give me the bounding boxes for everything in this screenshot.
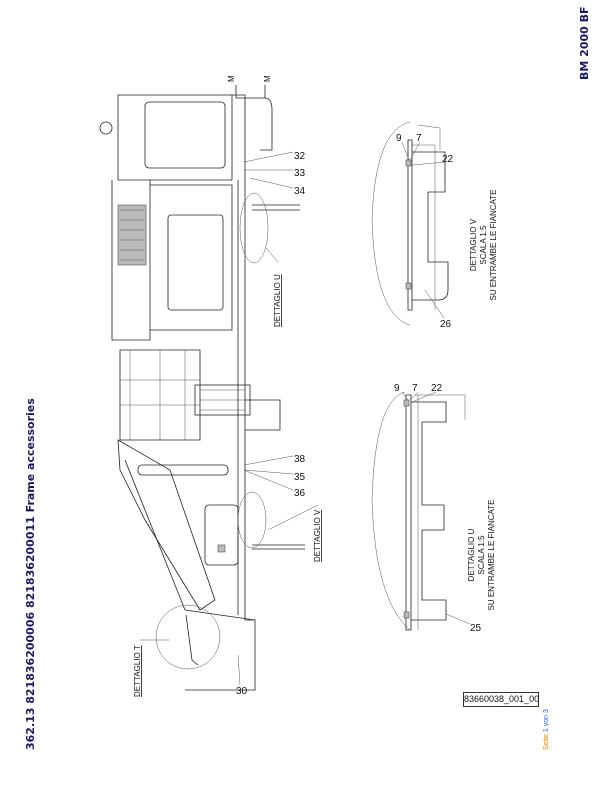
callout-38: 38 — [294, 454, 306, 465]
main-callouts: 32 33 34 38 35 36 30 — [236, 151, 306, 697]
detail-u-caption-title: DETTAGLIO U — [467, 528, 476, 581]
detail-v-caption-note: SU ENTRAMBE LE FIANCATE — [489, 190, 498, 301]
callout-32: 32 — [294, 151, 306, 162]
detail-v-caption-title: DETTAGLIO V — [469, 218, 478, 271]
detail-t-label: DETTAGLIO T — [133, 645, 142, 697]
detail-v-callout-9: 9 — [396, 133, 402, 144]
detail-u-label: DETTAGLIO U — [273, 274, 282, 327]
detail-v-callout-26: 26 — [440, 319, 452, 330]
document-title: 362.13 821836200006 821836200011 Frame a… — [24, 398, 37, 750]
detail-u-caption-scale: SCALA 1:5 — [477, 535, 486, 575]
detail-u-caption-note: SU ENTRAMBE LE FIANCATE — [487, 500, 496, 611]
callout-36: 36 — [294, 488, 306, 499]
detail-u-callout-9: 9 — [394, 383, 400, 394]
detail-v-label: DETTAGLIO V — [313, 509, 322, 562]
page-prefix: Seite — [543, 734, 550, 750]
drawing-number-stamp: 83660038_001_00 — [463, 692, 539, 707]
detail-u-view: 9 7 22 25 DETTAGLIO U SCALA 1:5 SU ENTRA… — [371, 383, 496, 634]
callout-34: 34 — [294, 186, 306, 197]
detail-v-caption-scale: SCALA 1:5 — [479, 225, 488, 265]
machine-side-view — [99, 85, 305, 691]
detail-u-callout-22: 22 — [431, 383, 443, 394]
section-mark: M — [227, 75, 236, 82]
callout-30: 30 — [236, 686, 248, 697]
detail-v-callout-22: 22 — [442, 154, 454, 165]
detail-v-view: 9 7 22 26 DETTAGLIO V SCALA 1:5 SU ENTRA… — [371, 121, 498, 330]
page-sep: von — [543, 715, 550, 726]
detail-u-callout-25: 25 — [470, 623, 482, 634]
callout-35: 35 — [294, 472, 306, 483]
page-indicator: Seite 1 von 3 — [543, 709, 550, 750]
callout-33: 33 — [294, 168, 306, 179]
detail-v-callout-7: 7 — [416, 133, 422, 144]
detail-u-callout-7: 7 — [412, 383, 418, 394]
section-mark: M — [263, 75, 272, 82]
page-current: 1 — [543, 728, 550, 732]
model-name: BM 2000 BF — [578, 6, 591, 80]
page-total: 3 — [543, 709, 550, 713]
